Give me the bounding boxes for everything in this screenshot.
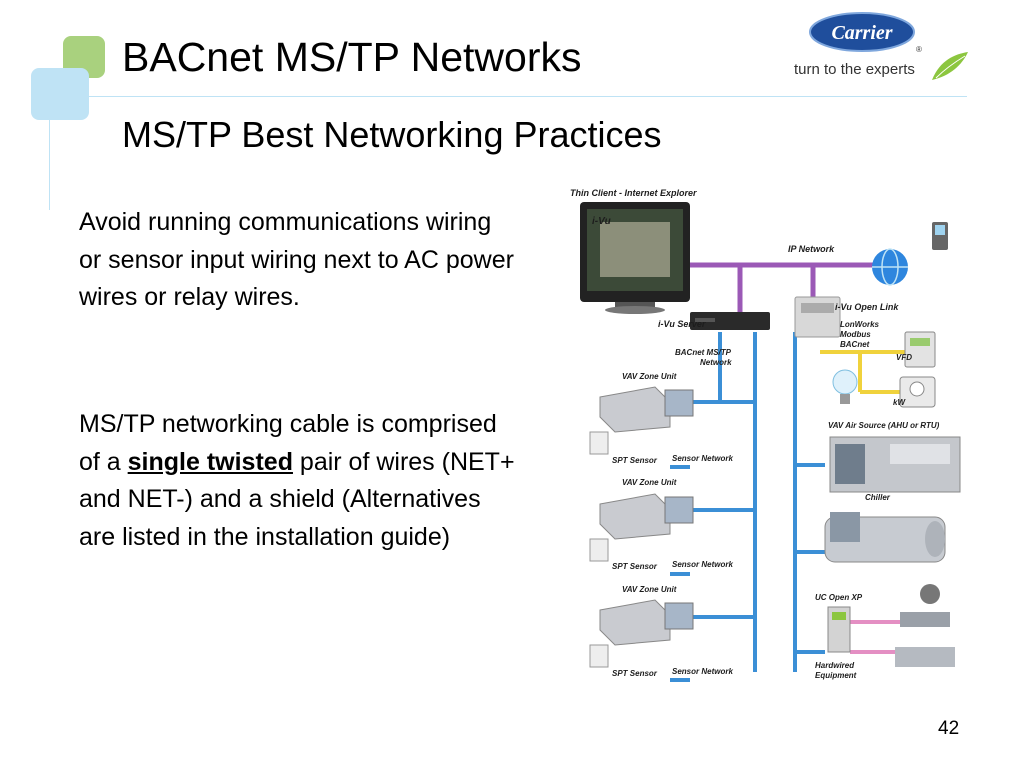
decorative-vertical-line [49,100,50,210]
label-ivu-open-link: i-Vu Open Link [835,302,899,312]
slide-subtitle: MS/TP Best Networking Practices [122,114,662,155]
label-hardwired-line2: Equipment [815,671,857,680]
globe-icon [872,248,908,286]
label-thin-client: Thin Client - Internet Explorer [570,188,697,198]
logo-brand: Carrier [831,22,892,44]
uc-open-xp-controller-icon [827,606,851,653]
label-sensor-network-3: Sensor Network [672,667,733,676]
label-ivu-server: i-Vu Server [658,319,706,329]
label-spt-sensor-3: SPT Sensor [612,669,658,678]
logo-registered: ® [916,45,922,54]
carrier-logo: Carrier ® turn to the experts [794,12,968,80]
label-sensor-network-2: Sensor Network [672,560,733,569]
label-vav-zone-unit-3: VAV Zone Unit [622,585,677,594]
label-bacnet-mstp-line2: Network [700,358,732,367]
label-protocol-modbus: Modbus [840,330,871,339]
label-spt-sensor-2: SPT Sensor [612,562,658,571]
paragraph-text-end: pair of wires (NET+ and NET-) and a shie… [79,447,515,551]
label-vfd: VFD [896,353,912,362]
label-uc-open-xp: UC Open XP [815,593,863,602]
light-bulb-icon [832,369,858,404]
spt-sensor-icon-2 [589,538,609,562]
label-vav-zone-unit-1: VAV Zone Unit [622,372,677,381]
network-diagram: Thin Client - Internet Explorer i-Vu IP … [570,188,961,682]
label-chiller: Chiller [865,493,891,502]
ip-network-line [690,262,905,317]
protocol-lines [820,350,910,394]
slide-title: BACnet MS/TP Networks [122,34,582,80]
spt-sensor-icon-3 [589,644,609,668]
spt-sensor-icon-1 [589,431,609,455]
open-link-controller-icon [794,296,841,338]
header-divider [49,96,967,97]
page-number: 42 [938,718,960,739]
thin-client-monitor-icon [580,202,690,314]
ivu-server-icon [690,312,770,330]
logo-oval [809,12,915,52]
label-vav-zone-unit-2: VAV Zone Unit [622,478,677,487]
vav-zone-unit-icon-3 [599,599,694,646]
vfd-device-icon [904,331,936,368]
mstp-network-lines [670,332,825,682]
label-kw: kW [893,398,906,407]
paragraph-text-start: MS/TP networking cable is comprised of a [79,410,497,476]
leaf-icon [932,52,968,80]
air-handler-icon [829,436,961,493]
chiller-icon [824,512,946,563]
label-ip-network: IP Network [788,244,835,254]
emphasis-single-twisted: single twisted [127,447,293,476]
hardwired-equipment-icon [895,584,955,667]
label-bacnet-mstp-line1: BACnet MS/TP [675,348,732,357]
label-screen-logo: i-Vu [592,216,611,227]
label-hardwired-line1: Hardwired [815,661,855,670]
decorative-square-blue [31,68,89,120]
label-vav-air-source: VAV Air Source (AHU or RTU) [828,421,940,430]
label-spt-sensor-1: SPT Sensor [612,456,658,465]
label-protocol-lonworks: LonWorks [840,320,880,329]
vav-zone-unit-icon-2 [599,493,694,540]
label-sensor-network-1: Sensor Network [672,454,733,463]
phone-icon [932,222,948,250]
label-protocol-bacnet: BACnet [840,340,870,349]
paragraph-wiring-advice: Avoid running communications wiring or s… [79,208,514,311]
vav-zone-unit-icon-1 [599,386,694,433]
logo-tagline: turn to the experts [794,61,915,78]
paragraph-cable-description: MS/TP networking cable is comprised of a… [79,406,519,556]
kw-meter-icon [899,376,936,408]
